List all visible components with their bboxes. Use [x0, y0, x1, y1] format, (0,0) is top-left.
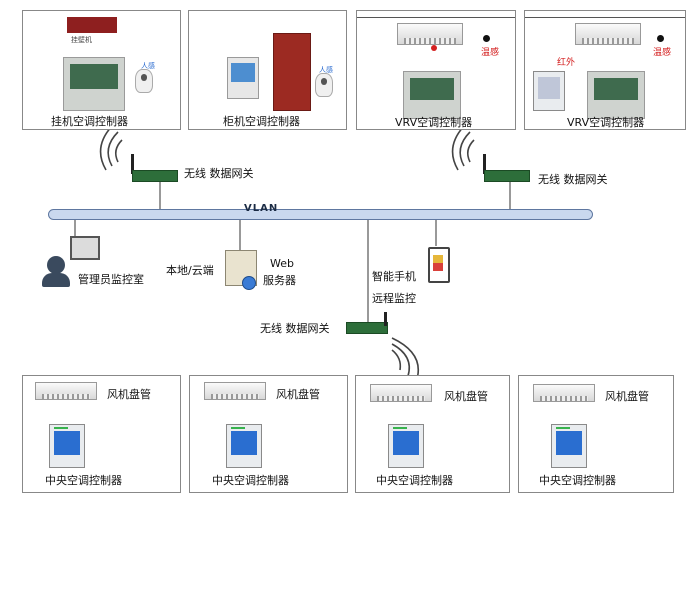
fan-coil-box-3: 风机盘管 中央空调控制器	[355, 375, 510, 493]
fan-coil-unit	[35, 382, 97, 400]
ac-controller	[587, 71, 645, 119]
controller-label: 中央空调控制器	[45, 474, 122, 487]
antenna-icon	[483, 154, 486, 174]
controller-label: 中央空调控制器	[212, 474, 289, 487]
gateway-label: 无线 数据网关	[184, 167, 254, 180]
ac-controller	[227, 57, 259, 99]
wireless-gateway-left	[132, 170, 178, 182]
fan-coil-unit	[370, 384, 432, 402]
wall-ac-unit: 挂壁机	[67, 17, 117, 44]
wireless-gateway-bottom	[346, 322, 388, 334]
controller-label: 中央空调控制器	[376, 474, 453, 487]
thermostat-panel	[551, 424, 587, 468]
thermostat-panel	[388, 424, 424, 468]
ac-controller	[63, 57, 125, 111]
unit-label: 挂机空调控制器	[51, 115, 128, 128]
server-name-label-2: 服务器	[263, 274, 296, 287]
motion-sensor	[135, 69, 153, 93]
ac-controller	[403, 71, 461, 119]
fan-coil-label: 风机盘管	[444, 390, 488, 403]
mobile-label-2: 远程监控	[372, 292, 416, 305]
mobile-label-1: 智能手机	[372, 270, 416, 283]
fan-coil-box-2: 风机盘管 中央空调控制器	[189, 375, 348, 493]
vlan-label: VLAN	[244, 203, 279, 214]
wireless-signal-icon	[451, 123, 475, 171]
gateway-label: 无线 数据网关	[538, 173, 608, 186]
motion-sensor	[315, 73, 333, 97]
thermostat-panel	[226, 424, 262, 468]
computer-monitor-icon	[70, 236, 100, 260]
user-icon	[47, 256, 65, 274]
fan-coil-label: 风机盘管	[107, 388, 151, 401]
user-body-icon	[42, 273, 70, 287]
gateway-label: 无线 数据网关	[260, 322, 330, 335]
ceiling-line	[525, 17, 685, 18]
smartphone-icon	[428, 247, 450, 283]
unit-box-vrv-1: 温感 VRV空调控制器	[356, 10, 516, 130]
unit-label: VRV空调控制器	[567, 116, 645, 129]
fan-coil-box-4: 风机盘管 中央空调控制器	[518, 375, 674, 493]
fan-coil-label: 风机盘管	[276, 388, 320, 401]
vrv-indoor-unit	[397, 23, 463, 45]
globe-icon	[242, 276, 256, 290]
ceiling-line	[357, 17, 515, 18]
controller-label: 中央空调控制器	[539, 474, 616, 487]
temp-sensor-icon	[483, 35, 490, 42]
unit-label: VRV空调控制器	[395, 116, 473, 129]
server-name-label: Web	[270, 257, 294, 270]
red-terminal	[431, 45, 437, 51]
fan-coil-box-1: 风机盘管 中央空调控制器	[22, 375, 181, 493]
antenna-icon	[131, 154, 134, 174]
unit-box-wall-ac: 挂壁机 人感 挂机空调控制器	[22, 10, 181, 130]
ir-remote-panel	[533, 71, 565, 111]
unit-label: 柜机空调控制器	[223, 115, 300, 128]
temp-sensor-icon	[657, 35, 664, 42]
admin-room-label: 管理员监控室	[78, 273, 144, 286]
server-location-label: 本地/云端	[166, 264, 214, 277]
thermostat-panel	[49, 424, 85, 468]
fan-coil-unit	[533, 384, 595, 402]
antenna-icon	[384, 312, 387, 326]
fan-coil-label: 风机盘管	[605, 390, 649, 403]
unit-box-cabinet-ac: 人感 柜机空调控制器	[188, 10, 347, 130]
wireless-signal-icon	[99, 123, 123, 171]
cabinet-ac-unit	[273, 33, 311, 111]
wireless-gateway-right	[484, 170, 530, 182]
fan-coil-unit	[204, 382, 266, 400]
unit-box-vrv-2: 温感 红外 VRV空调控制器	[524, 10, 686, 130]
vlan-bus	[48, 209, 593, 220]
vrv-indoor-unit	[575, 23, 641, 45]
